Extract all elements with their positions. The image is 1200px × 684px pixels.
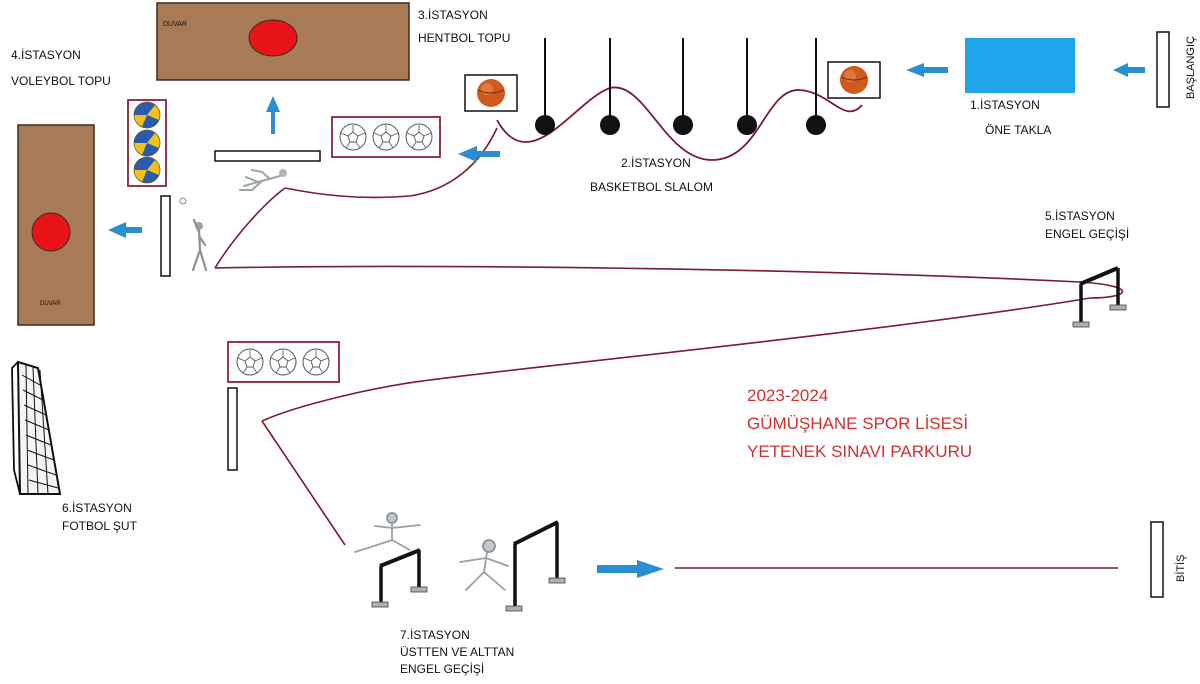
station5-name: 5.İSTASYON	[1045, 209, 1115, 223]
volleyball-icon	[133, 101, 161, 129]
arrow-icon	[266, 96, 280, 134]
title-school: GÜMÜŞHANE SPOR LİSESİ	[747, 414, 969, 433]
station4-desc: VOLEYBOL TOPU	[11, 74, 111, 88]
athlete-icon	[354, 512, 421, 553]
arrow-icon	[906, 63, 948, 77]
goal-net-icon	[11, 360, 62, 495]
finish-marker	[1150, 521, 1164, 598]
station4-name: 4.İSTASYON	[11, 48, 81, 62]
volleyball-line	[160, 195, 171, 277]
wall-label-left: DUVAR	[40, 301, 61, 307]
slalom-pole	[673, 38, 693, 135]
start-label: BAŞLANGIÇ	[1185, 36, 1197, 99]
course-path-line	[261, 297, 1091, 422]
start-marker	[1156, 31, 1170, 108]
slalom-pole	[806, 38, 826, 135]
slalom-pole	[535, 38, 555, 135]
volleyball-target	[31, 212, 71, 252]
athlete-icon	[179, 197, 208, 272]
arrow-icon	[458, 146, 500, 162]
arrow-icon	[108, 222, 142, 238]
handball-target	[248, 19, 298, 57]
slalom-pole	[737, 38, 757, 135]
station1-name: 1.İSTASYON	[970, 98, 1040, 112]
slalom-pole	[600, 38, 620, 135]
football-icon	[236, 348, 264, 376]
volleyball-icon	[133, 129, 161, 157]
station2-desc: BASKETBOL SLALOM	[590, 180, 713, 194]
football-icon	[372, 123, 400, 151]
football-icon	[339, 123, 367, 151]
football-icon	[269, 348, 297, 376]
station7-desc-line2: ENGEL GEÇİŞİ	[400, 662, 485, 676]
volleyball-wall	[17, 124, 95, 326]
basketball-icon	[476, 78, 506, 108]
station5-desc: ENGEL GEÇİŞİ	[1045, 227, 1130, 241]
football-icon	[302, 348, 330, 376]
athlete-icon	[239, 169, 287, 191]
handball-throw-line	[214, 150, 321, 162]
station3-desc: HENTBOL TOPU	[418, 31, 511, 45]
station7-name: 7.İSTASYON	[400, 628, 470, 642]
station3-name: 3.İSTASYON	[418, 8, 488, 22]
title-course: YETENEK SINAVI PARKURU	[747, 442, 973, 461]
station7-desc-line1: ÜSTTEN VE ALTTAN	[400, 645, 515, 659]
arrow-icon	[1113, 63, 1145, 77]
hurdle-icon	[1072, 266, 1127, 328]
course-path-line	[214, 265, 1123, 299]
football-shoot-line	[227, 387, 238, 471]
station6-desc: FOTBOL ŞUT	[62, 519, 137, 533]
course-path-line	[261, 420, 346, 546]
basketball-icon	[839, 65, 869, 95]
station1-desc: ÖNE TAKLA	[985, 123, 1052, 137]
football-icon	[405, 123, 433, 151]
finish-label: BİTİŞ	[1174, 554, 1187, 582]
arrow-icon	[597, 560, 664, 578]
wall-label-top: DUVAR	[163, 21, 187, 28]
slalom-curve	[496, 86, 863, 161]
hurdle-icon	[505, 520, 566, 612]
hurdle-icon	[371, 548, 428, 608]
volleyball-icon	[133, 156, 161, 184]
station2-name: 2.İSTASYON	[621, 156, 691, 170]
athlete-icon	[459, 539, 509, 591]
title-year: 2023-2024	[747, 386, 829, 405]
station1-mat	[965, 38, 1075, 93]
course-path-line	[214, 187, 286, 269]
station6-name: 6.İSTASYON	[62, 501, 132, 515]
